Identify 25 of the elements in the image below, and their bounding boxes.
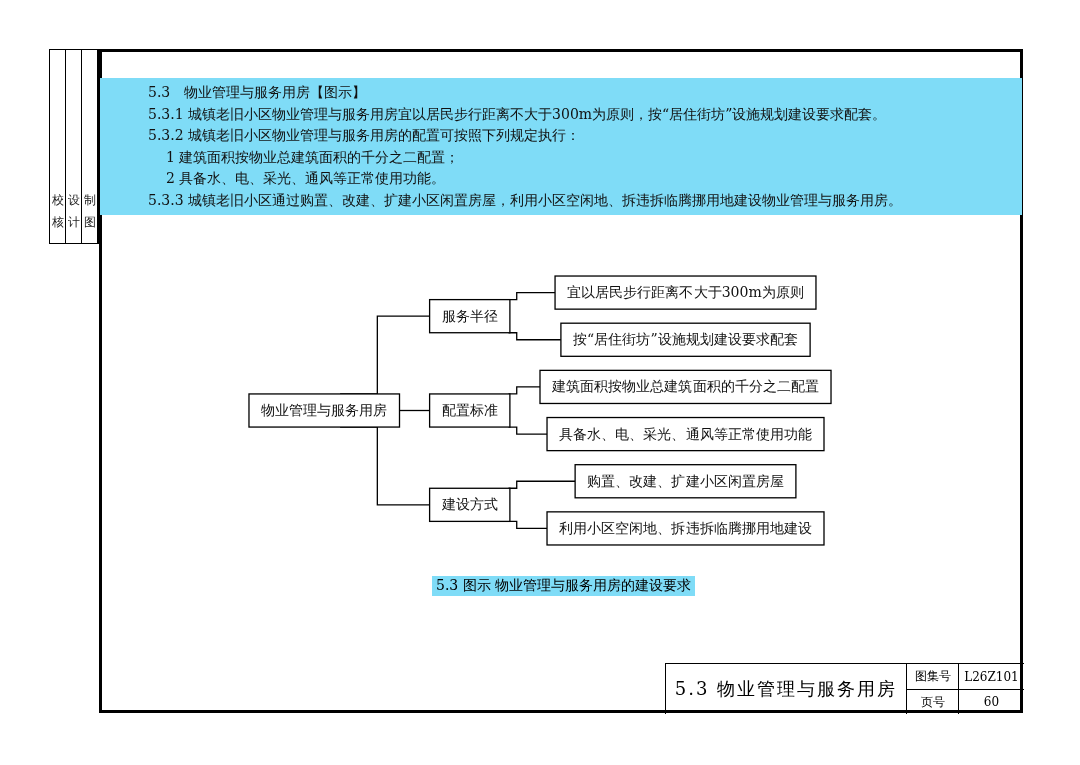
clause-text: 5.3.3 城镇老旧小区通过购置、改建、扩建小区闲置房屋，利用小区空闲地、拆违拆临腾挪用地建设物业管理与服务用房。	[148, 190, 904, 210]
node-box: 配置标准	[428, 393, 511, 428]
figure-caption: 5.3 图示 物业管理与服务用房的建设要求	[432, 576, 696, 596]
node-box: 物业管理与服务用房	[248, 393, 401, 428]
role-label: 设计	[68, 192, 80, 231]
cell-label: 页号	[906, 689, 958, 714]
node-box: 具备水、电、采光、通风等正常使用功能	[546, 416, 825, 452]
role-label: 制图	[84, 192, 96, 231]
clause-text: 5.3.2 城镇老旧小区物业管理与服务用房的配置可按照下列规定执行：	[148, 126, 582, 145]
clause-text: 1 建筑面积按物业总建筑面积的千分之二配置；	[165, 147, 461, 167]
node-box: 利用小区空闲地、拆违拆临腾挪用地建设	[546, 511, 825, 546]
node-box: 按“居住街坊”设施规划建设要求配套	[560, 322, 811, 357]
clause-text: 2 具备水、电、采光、通风等正常使用功能。	[165, 169, 447, 188]
section-heading: 5.3 物业管理与服务用房【图示】	[148, 83, 368, 102]
node-box: 服务半径	[428, 298, 511, 334]
drawing-title: 5.3 物业管理与服务用房	[673, 677, 899, 701]
role-label: 校核	[52, 192, 64, 231]
clause-text: 5.3.1 城镇老旧小区物业管理与服务用房宜以居民步行距离不大于300m为原则，按“居住街坊”设施规划建设要求配套。	[148, 104, 888, 124]
atlas-number: L26Z101	[958, 664, 1024, 689]
cell-label: 图集号	[906, 664, 958, 689]
node-box: 购置、改建、扩建小区闲置房屋	[574, 464, 797, 499]
node-box: 建筑面积按物业总建筑面积的千分之二配置	[539, 369, 832, 405]
page-number: 60	[958, 689, 1024, 714]
node-box: 建设方式	[428, 487, 511, 523]
node-box: 宜以居民步行距离不大于300m为原则	[554, 275, 817, 310]
